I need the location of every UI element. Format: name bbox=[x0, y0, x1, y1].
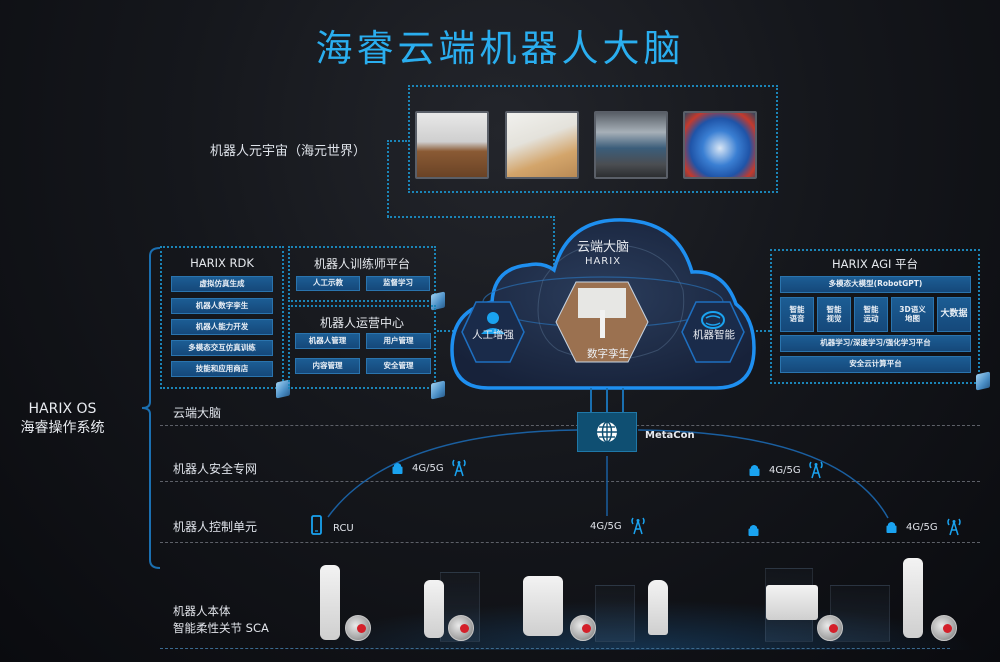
robot-delivery-vehicle[interactable] bbox=[523, 576, 563, 636]
link-label: 4G/5G bbox=[590, 521, 622, 532]
hex-digital-twin[interactable]: 数字孪生 bbox=[587, 348, 629, 360]
body-label-line1: 机器人本体 bbox=[173, 604, 231, 618]
ops-item-robot-mgmt[interactable]: 机器人管理 bbox=[295, 333, 360, 349]
server-icon bbox=[976, 371, 990, 391]
metaverse-thumbnail-factory[interactable] bbox=[594, 111, 668, 179]
ops-center-panel bbox=[288, 305, 436, 389]
layer-divider bbox=[160, 648, 950, 649]
harix-rdk-panel bbox=[160, 246, 284, 389]
connector-line bbox=[752, 330, 770, 332]
link-label: 4G/5G bbox=[769, 465, 801, 476]
sca-joint-icon bbox=[448, 615, 474, 641]
layer-label-cloud: 云端大脑 bbox=[173, 406, 222, 420]
link-label: 4G/5G bbox=[412, 463, 444, 474]
metaverse-panel bbox=[408, 85, 778, 193]
cloud-brain-subtitle: HARIX bbox=[584, 256, 622, 267]
lock-icon bbox=[748, 525, 759, 536]
sca-joint-icon bbox=[817, 615, 843, 641]
link-label: 4G/5G bbox=[906, 522, 938, 533]
rdk-item-digital-twin[interactable]: 机器人数字孪生 bbox=[171, 298, 273, 314]
connector-line bbox=[437, 330, 457, 332]
sca-joint-icon bbox=[570, 615, 596, 641]
rcu-label: RCU bbox=[333, 523, 354, 534]
rdk-item-virtual-sim[interactable]: 虚拟仿真生成 bbox=[171, 276, 273, 292]
metacon-hub[interactable] bbox=[577, 412, 637, 452]
os-label: HARIX OS 海睿操作系统 bbox=[0, 400, 125, 438]
robot-quadruped[interactable] bbox=[766, 585, 818, 620]
signal-tower-icon bbox=[947, 518, 961, 536]
city-building bbox=[595, 585, 635, 642]
hex-human-enhancement[interactable]: 人工增强 bbox=[472, 329, 514, 341]
layer-label-control: 机器人控制单元 bbox=[173, 520, 258, 534]
cloud-brain-title: 云端大脑 bbox=[576, 240, 629, 255]
network-arcs bbox=[327, 429, 889, 519]
os-label-en: HARIX OS bbox=[28, 401, 97, 417]
robot-disinfection[interactable] bbox=[648, 580, 668, 635]
connector-line bbox=[387, 140, 389, 217]
trainer-item-supervised-learning[interactable]: 监督学习 bbox=[366, 276, 430, 291]
metaverse-thumbnail-showroom[interactable] bbox=[415, 111, 489, 179]
layer-label-body: 机器人本体 智能柔性关节 SCA bbox=[173, 603, 269, 637]
body-label-line2: 智能柔性关节 SCA bbox=[173, 621, 269, 635]
rdk-title: HARIX RDK bbox=[190, 256, 254, 270]
agi-module-3d-map[interactable]: 3D语义 地图 bbox=[891, 297, 934, 332]
rcu-device-icon bbox=[311, 515, 322, 535]
robot-humanoid-service[interactable] bbox=[320, 565, 340, 640]
sca-joint-icon bbox=[345, 615, 371, 641]
agi-module-vision[interactable]: 智能 视觉 bbox=[817, 297, 851, 332]
trainer-item-manual-demo[interactable]: 人工示教 bbox=[296, 276, 360, 291]
agi-item-robotgpt[interactable]: 多模态大模型(RobotGPT) bbox=[780, 276, 971, 293]
agi-module-big-data[interactable]: 大数据 bbox=[937, 297, 971, 332]
link-line bbox=[622, 388, 624, 413]
cloud-brain bbox=[450, 218, 756, 390]
signal-tower-icon bbox=[809, 461, 823, 479]
connector-line bbox=[387, 140, 407, 142]
layer-divider bbox=[160, 481, 980, 482]
rdk-item-multimodal-training[interactable]: 多模态交互仿真训练 bbox=[171, 340, 273, 356]
layer-label-network: 机器人安全专网 bbox=[173, 462, 258, 476]
trainer-platform-panel bbox=[288, 246, 436, 302]
agi-module-motion[interactable]: 智能 运动 bbox=[854, 297, 888, 332]
harix-agi-panel bbox=[770, 249, 980, 384]
ops-item-user-mgmt[interactable]: 用户管理 bbox=[366, 333, 431, 349]
ops-item-content-mgmt[interactable]: 内容管理 bbox=[295, 358, 360, 374]
signal-tower-icon bbox=[631, 517, 645, 535]
link-line bbox=[590, 388, 592, 413]
ground-glow bbox=[300, 600, 980, 650]
globe-icon bbox=[597, 421, 617, 443]
lock-icon bbox=[886, 522, 897, 533]
agi-item-ml-platform[interactable]: 机器学习/深度学习/强化学习平台 bbox=[780, 335, 971, 352]
connector-line bbox=[387, 216, 555, 218]
ops-item-security-mgmt[interactable]: 安全管理 bbox=[366, 358, 431, 374]
sca-joint-icon bbox=[931, 615, 957, 641]
robot-humanoid-walker[interactable] bbox=[903, 558, 923, 638]
link-line bbox=[606, 388, 608, 413]
page-title: 海睿云端机器人大脑 bbox=[315, 27, 685, 70]
hex-machine-intelligence[interactable]: 机器智能 bbox=[693, 329, 735, 341]
layer-divider bbox=[160, 542, 980, 543]
agi-module-voice[interactable]: 智能 语音 bbox=[780, 297, 814, 332]
ops-center-title: 机器人运营中心 bbox=[319, 316, 404, 330]
signal-tower-icon bbox=[452, 459, 466, 477]
rdk-item-skill-store[interactable]: 技能和应用商店 bbox=[171, 361, 273, 377]
rdk-item-capability-dev[interactable]: 机器人能力开发 bbox=[171, 319, 273, 335]
agi-item-security-cloud[interactable]: 安全云计算平台 bbox=[780, 356, 971, 373]
server-icon bbox=[431, 380, 445, 400]
metaverse-label: 机器人元宇宙（海元世界） bbox=[210, 144, 367, 159]
metaverse-thumbnail-office[interactable] bbox=[505, 111, 579, 179]
layer-divider bbox=[160, 425, 980, 426]
lock-icon bbox=[392, 463, 403, 474]
os-label-zh: 海睿操作系统 bbox=[20, 420, 105, 436]
lock-icon bbox=[749, 465, 760, 476]
metaverse-thumbnail-stadium[interactable] bbox=[683, 111, 757, 179]
trainer-platform-title: 机器人训练师平台 bbox=[313, 257, 410, 271]
os-bracket bbox=[141, 247, 161, 569]
robot-reception[interactable] bbox=[424, 580, 444, 638]
agi-title: HARIX AGI 平台 bbox=[831, 257, 919, 271]
metacon-label: MetaCon bbox=[645, 430, 695, 441]
